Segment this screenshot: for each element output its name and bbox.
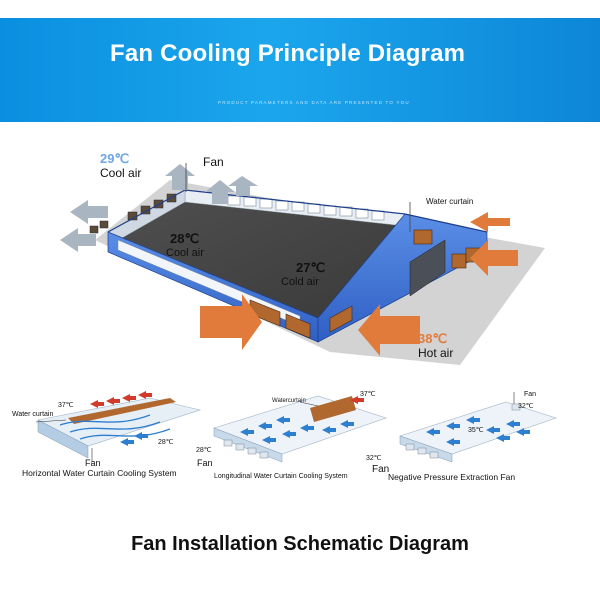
arrow-cool-5 <box>228 176 258 196</box>
building-floor <box>108 190 405 318</box>
schematic-2-fans <box>223 439 269 459</box>
end-door <box>409 239 446 297</box>
arrow-hot-3 <box>200 294 262 350</box>
schematic-2-temp-out: 28℃ <box>196 447 212 454</box>
schematic-1-water-curtain: Water curtain <box>12 411 53 418</box>
schematic-3-temp-out: 32℃ <box>366 455 382 462</box>
cool-air-arrows <box>60 164 258 252</box>
arrow-cool-4 <box>205 180 235 204</box>
schematic-3-temp-mid: 35℃ <box>468 427 484 434</box>
inside-temp-2: 27℃ <box>296 260 325 275</box>
schematic-1-fan: Fan <box>85 458 101 468</box>
header-banner: Fan Cooling Principle Diagram PRODUCT PA… <box>0 18 600 122</box>
schematic-1-caption: Horizontal Water Curtain Cooling System <box>22 468 177 478</box>
schematic-1-flow <box>59 414 171 440</box>
schematic-3-fan: Fan <box>372 464 389 475</box>
schematic-negative-pressure: Fan 32℃ 35℃ 32℃ Fan Negative Pressure Ex… <box>366 391 557 482</box>
arrow-hot-2 <box>470 240 518 276</box>
arrow-hot-1 <box>470 212 510 232</box>
roof-rim <box>107 189 488 233</box>
schematic-2-curtain <box>310 396 356 422</box>
schematic-1-temp-in: 37℃ <box>58 402 74 409</box>
schematic-2-in-arrows <box>350 396 364 404</box>
schematic-1-labels: Water curtain 37℃ 28℃ Fan Horizontal Wat… <box>12 402 177 478</box>
schematic-3-labels: Fan 32℃ 35℃ 32℃ Fan Negative Pressure Ex… <box>366 391 536 482</box>
page-subtitle: PRODUCT PARAMETERS AND DATA ARE PRESENTE… <box>218 100 410 105</box>
schematic-2-labels: Watercurtain 37℃ 28℃ Fan Longitudinal Wa… <box>196 391 376 480</box>
schematic-1-in-arrows <box>90 391 152 408</box>
schematic-2-curtain-pointer <box>299 401 319 407</box>
arrow-cool-2 <box>60 228 96 252</box>
schematic-2-caption: Longitudinal Water Curtain Cooling Syste… <box>214 473 348 480</box>
schematic-2-temp-in: 37℃ <box>360 391 376 398</box>
schematic-2-water-curtain: Watercurtain <box>272 398 306 404</box>
schematic-3-flow-arrows <box>426 416 530 446</box>
schematic-1-out-arrows <box>120 432 148 446</box>
arrow-cool-3 <box>165 164 195 190</box>
page-title: Fan Cooling Principle Diagram <box>110 40 466 67</box>
hot-temp-label: 38℃ <box>418 331 447 346</box>
inside-temp-1: 28℃ <box>170 231 199 246</box>
schematic-3-fans <box>405 403 521 459</box>
schematic-3-temp-top: 32℃ <box>518 403 534 410</box>
hot-air-arrows <box>200 212 518 356</box>
main-labels: 29℃ Cool air Fan Water curtain 28℃ Cool … <box>100 151 473 360</box>
schematic-1-wall <box>37 419 89 459</box>
inside-label-2: Cold air <box>281 276 319 288</box>
schematic-3-fan-top: Fan <box>524 391 536 398</box>
arrow-cool-1 <box>70 200 108 224</box>
water-curtain-panels <box>249 229 481 339</box>
fan-label: Fan <box>203 155 224 169</box>
schematic-horizontal: Water curtain 37℃ 28℃ Fan Horizontal Wat… <box>12 391 202 478</box>
hot-air-label: Hot air <box>418 346 453 360</box>
main-building <box>89 180 545 365</box>
water-curtain-label: Water curtain <box>426 197 473 206</box>
schematic-2-flow-arrows <box>240 416 354 444</box>
cool-temp-label: 29℃ <box>100 151 129 166</box>
footer-title: Fan Installation Schematic Diagram <box>131 533 469 555</box>
inside-label-1: Cool air <box>166 247 204 259</box>
schematic-2-fan: Fan <box>197 458 213 468</box>
arrow-hot-4 <box>358 304 420 356</box>
label-pointers <box>185 163 411 232</box>
cool-air-label: Cool air <box>100 166 141 180</box>
schematic-3-caption: Negative Pressure Extraction Fan <box>388 472 515 482</box>
schematic-1-curtain-pointer <box>35 419 67 423</box>
schematic-longitudinal: Watercurtain 37℃ 28℃ Fan Longitudinal Wa… <box>196 391 387 480</box>
schematic-1-curtain <box>68 398 176 424</box>
schematic-1-temp-out: 28℃ <box>158 439 174 446</box>
